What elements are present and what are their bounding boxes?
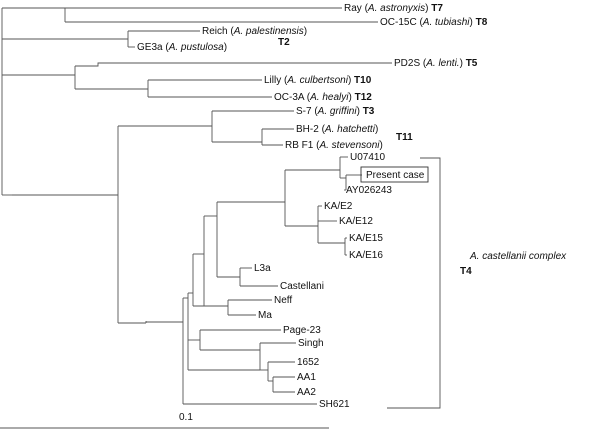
taxon-l3a: L3a [254,263,271,274]
clade-t10: T10 [354,75,372,86]
taxon-present-case: Present case [366,170,425,181]
taxon-rbf1-strain: RB F1 [285,140,314,151]
taxon-sh621: SH621 [319,399,350,410]
taxon-kae16: KA/E16 [349,250,383,261]
taxon-ma: Ma [258,310,272,321]
taxon-ay026243: AY026243 [346,185,392,196]
clade-t11: T11 [396,132,413,143]
taxon-s7-species: A. griffini [317,106,358,117]
taxon-page23: Page-23 [283,325,321,336]
taxon-kae2: KA/E2 [324,201,353,212]
taxon-reich-species: A. palestinensis [233,26,304,37]
clade-t8: T8 [476,17,488,28]
taxon-s7-strain: S-7 [296,106,312,117]
taxon-rbf1: RB F1 (A. stevensoni) [285,140,383,151]
taxon-lilly-strain: Lilly [264,75,281,86]
taxon-oc15c: OC-15C (A. tubiashi) T8 [380,17,488,28]
taxon-pd2s-strain: PD2S [394,58,420,69]
clade-t12: T12 [355,92,373,103]
branch-pd2s [75,62,392,67]
taxon-oc3a-species: A. healyi [309,92,349,103]
taxon-singh: Singh [298,338,324,349]
clade-t5: T5 [466,58,478,69]
taxon-bh2-strain: BH-2 [296,124,319,135]
taxon-lilly-species: A. culbertsoni [286,75,348,86]
clade-t4: T4 [460,266,472,277]
scale-bar-label: 0.1 [179,412,193,423]
taxon-s7: S-7 (A. griffini) T3 [296,106,375,117]
clade-t7: T7 [431,3,443,14]
taxon-bh2: BH-2 (A. hatchetti) [296,124,378,135]
taxon-rbf1-species: A. stevensoni [318,140,380,151]
taxon-oc15c-species: A. tubiashi [422,17,470,28]
taxon-oc3a-strain: OC-3A [274,92,305,103]
tree-labels: Ray (A. astronyxis) T7 OC-15C (A. tubias… [137,3,567,423]
clade-t4-complex-label: A. castellanii complex [469,251,567,262]
taxon-castellani: Castellani [280,281,324,292]
taxon-ray-strain: Ray [344,3,362,14]
taxon-bh2-species: A. hatchetti [324,124,376,135]
taxon-aa1: AA1 [297,372,316,383]
taxon-kae12: KA/E12 [339,216,373,227]
taxon-1652: 1652 [297,357,320,368]
clade-t2: T2 [278,37,290,48]
taxon-reich-strain: Reich [202,26,228,37]
t4-complex-bracket [387,157,441,409]
taxon-pd2s: PD2S (A. lenti.) T5 [394,58,478,69]
taxon-ray-species: A. astronyxis [367,3,425,14]
taxon-oc15c-strain: OC-15C [380,17,417,28]
taxon-ge3a-species: A. pustulosa [168,42,224,53]
present-case-box [360,166,429,183]
taxon-oc3a: OC-3A (A. healyi) T12 [274,92,372,103]
taxon-pd2s-species: A. lenti. [425,58,459,69]
taxon-ge3a-strain: GE3a [137,42,163,53]
taxon-kae15: KA/E15 [349,233,383,244]
taxon-ray: Ray (A. astronyxis) T7 [344,3,443,14]
tree-branches [1,7,392,405]
clade-t3: T3 [363,106,375,117]
taxon-reich: Reich (A. palestinensis) [202,26,307,37]
taxon-u07410: U07410 [350,152,385,163]
taxon-lilly: Lilly (A. culbertsoni) T10 [264,75,372,86]
taxon-aa2: AA2 [297,387,316,398]
taxon-neff: Neff [274,295,292,306]
taxon-ge3a: GE3a (A. pustulosa) [137,42,227,53]
